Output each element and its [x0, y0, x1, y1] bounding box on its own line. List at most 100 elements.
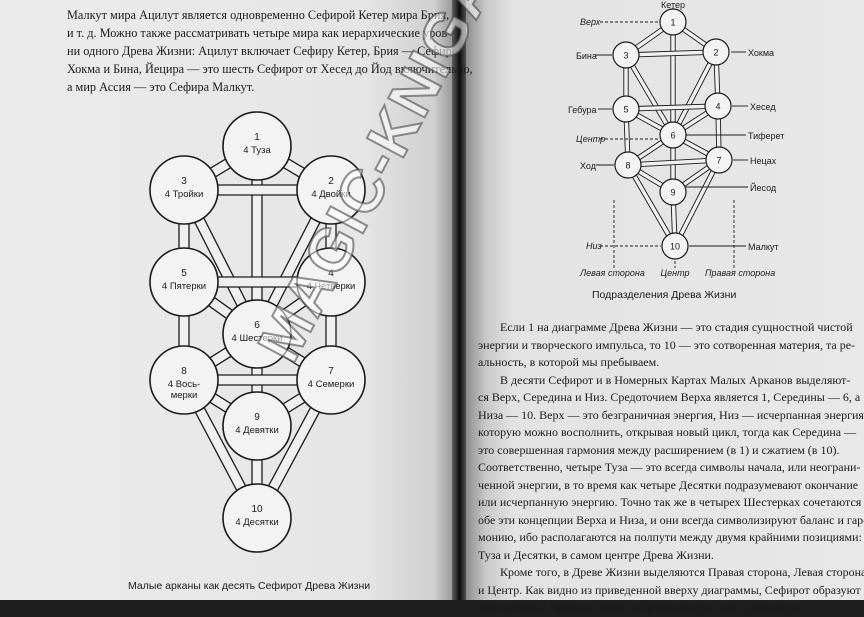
text-line: ченной энергии, в то время как четыре Де…	[478, 477, 859, 492]
right-page-paragraphs: Если 1 на диаграмме Древа Жизни — это ст…	[478, 319, 864, 617]
text-line: это совершенная гармония между расширени…	[478, 442, 840, 457]
left-page-paragraph: Малкут мира Ацилут является одновременно…	[67, 6, 473, 96]
diagram-label-hesed: Хесед	[750, 102, 776, 112]
sephira-2	[296, 155, 366, 225]
tree-of-life-diagram-left: 1 4 Туза 2 4 Двойки 3 4 Тройки 4 4 Четверки 5 4 П…	[149, 111, 366, 553]
sephira-label: 4 Пятерки	[162, 281, 206, 292]
text-line: или исчерпанную энергию. Точно так же в …	[478, 495, 862, 509]
sephira-8	[149, 345, 219, 415]
sephira-number: 8	[181, 366, 187, 377]
sephira-number: 7	[328, 366, 334, 377]
diagram-label-bina: Бина	[576, 51, 597, 61]
diagram-label-hokma: Хокма	[748, 48, 774, 58]
sephira-number: 10	[251, 504, 263, 515]
diagram-label-hod: Ход	[580, 161, 597, 171]
diagram-label-yesod: Йесод	[750, 182, 777, 193]
text-line: Соответственно, четыре Туза — это всегда…	[478, 460, 861, 474]
sephira-number: 4	[715, 102, 720, 112]
sephira-4	[704, 92, 732, 120]
sephira-label: 4 Двойки	[311, 189, 350, 200]
diagram-label-right_side: Правая сторона	[705, 268, 775, 278]
sephira-10	[661, 232, 689, 260]
text-line: и Центр. Как видно из приведенной вверху…	[478, 582, 861, 597]
text-line: а мир Ассия — это Сефира Малкут.	[67, 80, 255, 94]
diagram-label-netzah: Нецах	[750, 156, 777, 166]
sephira-number: 1	[670, 18, 675, 28]
sephira-6	[659, 121, 687, 149]
sephira-number: 4	[328, 268, 334, 279]
diagram-label-keter: Кетер	[661, 0, 685, 10]
sephira-5	[149, 247, 219, 317]
sephira-9	[222, 391, 292, 461]
sephira-label: 4 Семерки	[308, 379, 355, 390]
sephira-number: 8	[625, 161, 630, 171]
path-4-5	[625, 103, 719, 112]
sephira-number: 6	[254, 320, 260, 331]
text-line: Туза и Десятки, в самом центре Древа Жиз…	[478, 547, 714, 562]
sephira-1	[659, 8, 687, 36]
text-line: Если 1 на диаграмме Древа Жизни — это ст…	[500, 320, 853, 334]
right-diagram-caption: Подразделения Древа Жизни	[592, 289, 737, 301]
sephira-label: 4 Четверки	[307, 281, 356, 292]
sephira-7	[705, 146, 733, 174]
path-1-6	[670, 21, 676, 136]
sephira-number: 5	[181, 268, 187, 279]
diagram-label-left_side: Левая сторона	[579, 268, 645, 278]
sephira-3	[149, 155, 219, 225]
sephira-label: 4 Туза	[243, 145, 271, 156]
sephira-label: мерки	[171, 390, 198, 401]
sephira-label: 4 Девятки	[235, 425, 279, 436]
diagram-label-verh: Верх	[580, 17, 601, 27]
sephira-label: 4 Вось-	[168, 379, 200, 390]
right-page	[466, 0, 864, 600]
text-line: монию, ибо располагаются на полпути межд…	[478, 530, 862, 544]
diagram-label-malkut: Малкут	[748, 242, 779, 252]
diagram-label-center: Центр	[660, 268, 689, 278]
text-line: Хокма и Бина, Йецира — это шесть Сефирот…	[67, 62, 473, 76]
sephira-number: 10	[670, 242, 680, 252]
sephira-7	[296, 345, 366, 415]
sephira-label: 4 Шестерки	[232, 333, 283, 344]
text-line: и т. д. Можно также рассматривать четыре…	[67, 26, 452, 40]
sephira-number: 6	[670, 131, 675, 141]
text-line: Малкут мира Ацилут является одновременно…	[67, 8, 450, 22]
sephira-9	[659, 178, 687, 206]
text-line: энергии и творческого импульса, то 10 — …	[478, 337, 856, 352]
sephira-number: 3	[181, 176, 187, 187]
sephira-number: 2	[328, 176, 334, 187]
sephira-2	[702, 38, 730, 66]
sephira-number: 3	[623, 51, 628, 61]
sephira-4	[296, 247, 366, 317]
text-line: обе эти концепции Верха и Низа, и они вс…	[478, 512, 864, 527]
diagram-label-gebura: Гебура	[568, 105, 597, 115]
sephira-6	[222, 299, 292, 369]
sephira-label: 4 Десятки	[235, 517, 278, 528]
sephira-number: 9	[670, 188, 675, 198]
text-line: Низа — 10. Верх — это безграничная энерг…	[478, 407, 864, 422]
sephira-1	[222, 111, 292, 181]
left-diagram-caption: Малые арканы как десять Сефирот Древа Жи…	[128, 580, 371, 592]
sephira-5	[612, 95, 640, 123]
left-page	[0, 0, 452, 600]
text-line: ся Верх, Середина и Низ. Средоточием Вер…	[478, 390, 861, 404]
diagram-label-tiferet: Тиферет	[748, 131, 784, 141]
text-line: Кроме того, в Древе Жизни выделяются Пра…	[500, 565, 864, 579]
book-gutter	[452, 0, 466, 600]
text-line: которую можно восполнить, открывая новый…	[478, 425, 857, 439]
sephira-3	[612, 41, 640, 69]
sephira-number: 9	[254, 412, 260, 423]
sephira-8	[614, 151, 642, 179]
sephira-number: 5	[623, 105, 628, 115]
sephira-number: 1	[254, 132, 260, 143]
sephira-number: 7	[716, 156, 721, 166]
sephira-10	[222, 483, 292, 553]
text-line: В десяти Сефирот и в Номерных Картах Мал…	[500, 372, 851, 387]
diagram-label-niz: Низ	[586, 241, 602, 251]
text-line: три колонны: Правую, Левую и Центральную…	[478, 600, 807, 614]
diagram-label-centr_left: Центр	[576, 134, 605, 144]
sephira-number: 2	[713, 48, 718, 58]
text-line: ни одного Древа Жизни: Ацилут включает С…	[67, 44, 461, 58]
text-line: альность, в которой мы пребываем.	[478, 355, 660, 369]
sephira-label: 4 Тройки	[165, 189, 204, 200]
